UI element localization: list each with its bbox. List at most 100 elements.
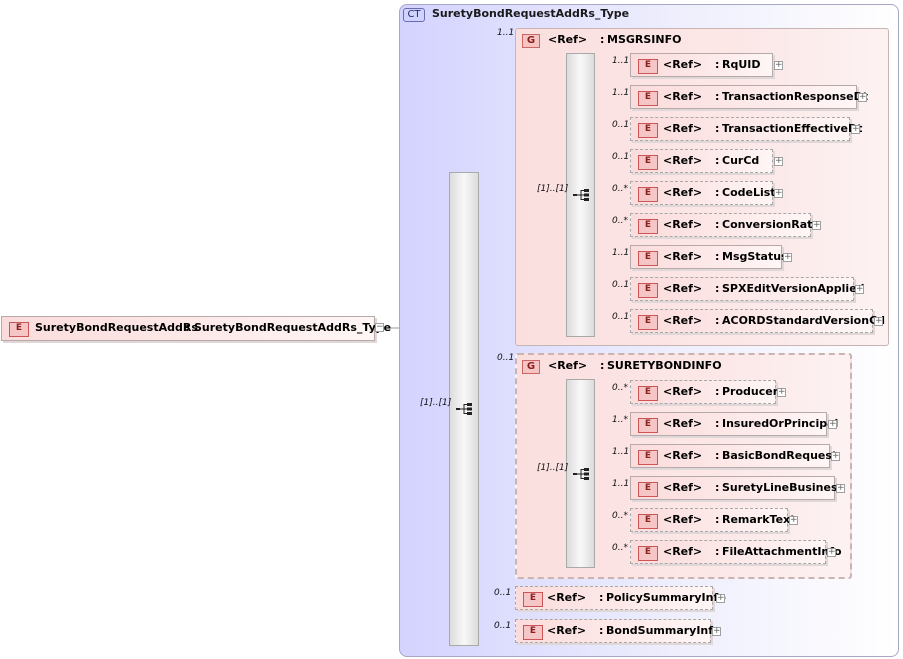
root-type-separator: : bbox=[185, 321, 190, 334]
element-cardinality: 0..1 bbox=[612, 312, 630, 322]
element-codelist[interactable]: E <Ref> : CodeList bbox=[630, 181, 776, 205]
element-name: RqUID bbox=[722, 58, 761, 71]
element-separator: : bbox=[715, 58, 720, 71]
sequence-icon bbox=[573, 189, 589, 201]
element-insuredorprincipal[interactable]: E <Ref> : InsuredOrPrincipal bbox=[630, 412, 838, 436]
element-badge: E bbox=[638, 283, 658, 298]
element-badge: E bbox=[523, 625, 543, 640]
element-badge: E bbox=[523, 592, 543, 607]
root-collapse-button[interactable]: − bbox=[375, 322, 384, 332]
element-ref: <Ref> bbox=[663, 218, 703, 231]
element-spxeditversionapplied[interactable]: E <Ref> : SPXEditVersionApplied bbox=[630, 277, 865, 301]
expand-button[interactable]: + bbox=[789, 515, 798, 525]
element-cardinality: 1..1 bbox=[612, 479, 630, 489]
element-name: BasicBondRequest bbox=[722, 449, 838, 462]
element-cardinality: 0..1 bbox=[494, 621, 512, 631]
element-cardinality: 0..* bbox=[612, 216, 628, 226]
element-separator: : bbox=[715, 218, 720, 231]
expand-button[interactable]: + bbox=[836, 483, 845, 493]
element-ref: <Ref> bbox=[547, 624, 587, 637]
element-badge: E bbox=[638, 251, 658, 266]
element-badge: E bbox=[638, 219, 658, 234]
group-sequence-cardinality: [1]..[1] bbox=[537, 463, 569, 473]
group-cardinality: 1..1 bbox=[497, 28, 515, 38]
expand-button[interactable]: + bbox=[812, 220, 821, 230]
element-msgstatus[interactable]: E <Ref> : MsgStatus bbox=[630, 245, 788, 269]
expand-button[interactable]: + bbox=[851, 124, 860, 134]
element-ref: <Ref> bbox=[663, 90, 703, 103]
main-sequence-cardinality: [1]..[1] bbox=[420, 398, 452, 408]
expand-button[interactable]: + bbox=[858, 92, 867, 102]
root-element[interactable]: E SuretyBondRequestAddRs : SuretyBondReq… bbox=[1, 316, 391, 341]
root-element-name: SuretyBondRequestAddRs bbox=[35, 321, 198, 334]
expand-button[interactable]: + bbox=[774, 156, 783, 166]
expand-button[interactable]: + bbox=[716, 593, 725, 603]
element-separator: : bbox=[715, 122, 720, 135]
element-name: FileAttachmentInfo bbox=[722, 545, 842, 558]
element-name: SuretyLineBusiness bbox=[722, 481, 845, 494]
element-ref: <Ref> bbox=[663, 58, 703, 71]
element-badge: E bbox=[638, 450, 658, 465]
element-ref: <Ref> bbox=[663, 122, 703, 135]
element-name: PolicySummaryInfo bbox=[606, 591, 726, 604]
element-ref: <Ref> bbox=[663, 513, 703, 526]
element-transactionresponsedt[interactable]: E <Ref> : TransactionResponseDt bbox=[630, 85, 868, 109]
expand-button[interactable]: + bbox=[774, 188, 783, 198]
element-acordstandardversioncd[interactable]: E <Ref> : ACORDStandardVersionCd bbox=[630, 309, 885, 333]
expand-button[interactable]: + bbox=[774, 60, 783, 70]
element-name: ConversionRate bbox=[722, 218, 820, 231]
element-badge: E bbox=[9, 322, 29, 337]
element-bondsummaryinfo[interactable]: E <Ref> : BondSummaryInfo bbox=[515, 619, 721, 643]
sequence-icon bbox=[573, 468, 589, 480]
element-separator: : bbox=[715, 545, 720, 558]
element-cardinality: 1..1 bbox=[612, 56, 630, 66]
element-badge: E bbox=[638, 546, 658, 561]
element-badge: E bbox=[638, 482, 658, 497]
element-curcd[interactable]: E <Ref> : CurCd bbox=[630, 149, 773, 173]
root-element-type: SuretyBondRequestAddRs_Type bbox=[194, 321, 392, 334]
element-badge: E bbox=[638, 123, 658, 138]
element-separator: : bbox=[715, 90, 720, 103]
element-cardinality: 1..1 bbox=[612, 248, 630, 258]
element-cardinality: 0..1 bbox=[612, 280, 630, 290]
element-cardinality: 1..1 bbox=[612, 447, 630, 457]
element-separator: : bbox=[715, 513, 720, 526]
element-conversionrate[interactable]: E <Ref> : ConversionRate bbox=[630, 213, 820, 237]
element-rquid[interactable]: E <Ref> : RqUID bbox=[630, 53, 773, 77]
element-cardinality: 1..* bbox=[612, 415, 628, 425]
element-name: BondSummaryInfo bbox=[606, 624, 721, 637]
expand-button[interactable]: + bbox=[827, 547, 836, 557]
element-ref: <Ref> bbox=[663, 481, 703, 494]
element-cardinality: 0..1 bbox=[612, 120, 630, 130]
element-name: ACORDStandardVersionCd bbox=[722, 314, 886, 327]
element-cardinality: 0..1 bbox=[612, 152, 630, 162]
element-name: TransactionEffectiveDt bbox=[722, 122, 863, 135]
element-badge: E bbox=[638, 155, 658, 170]
element-ref: <Ref> bbox=[663, 545, 703, 558]
expand-button[interactable]: + bbox=[777, 387, 786, 397]
element-name: InsuredOrPrincipal bbox=[722, 417, 839, 430]
element-cardinality: 0..* bbox=[612, 184, 628, 194]
element-badge: E bbox=[638, 59, 658, 74]
element-separator: : bbox=[715, 449, 720, 462]
element-policysummaryinfo[interactable]: E <Ref> : PolicySummaryInfo bbox=[515, 586, 726, 610]
expand-button[interactable]: + bbox=[783, 252, 792, 262]
element-separator: : bbox=[715, 417, 720, 430]
expand-button[interactable]: + bbox=[828, 419, 837, 429]
expand-button[interactable]: + bbox=[712, 626, 721, 636]
element-separator: : bbox=[715, 481, 720, 494]
group-badge: G bbox=[522, 34, 540, 48]
element-separator: : bbox=[715, 385, 720, 398]
element-fileattachmentinfo[interactable]: E <Ref> : FileAttachmentInfo bbox=[630, 540, 842, 564]
expand-button[interactable]: + bbox=[855, 284, 864, 294]
element-badge: E bbox=[638, 418, 658, 433]
element-transactioneffectivedt[interactable]: E <Ref> : TransactionEffectiveDt bbox=[630, 117, 862, 141]
element-badge: E bbox=[638, 315, 658, 330]
expand-button[interactable]: + bbox=[831, 451, 840, 461]
element-remarktext[interactable]: E <Ref> : RemarkText bbox=[630, 508, 795, 532]
element-basicbondrequest[interactable]: E <Ref> : BasicBondRequest bbox=[630, 444, 837, 468]
element-producer[interactable]: E <Ref> : Producer bbox=[630, 380, 778, 404]
group-separator: : bbox=[600, 33, 605, 46]
expand-button[interactable]: + bbox=[874, 316, 883, 326]
element-suretylinebusiness[interactable]: E <Ref> : SuretyLineBusiness bbox=[630, 476, 844, 500]
